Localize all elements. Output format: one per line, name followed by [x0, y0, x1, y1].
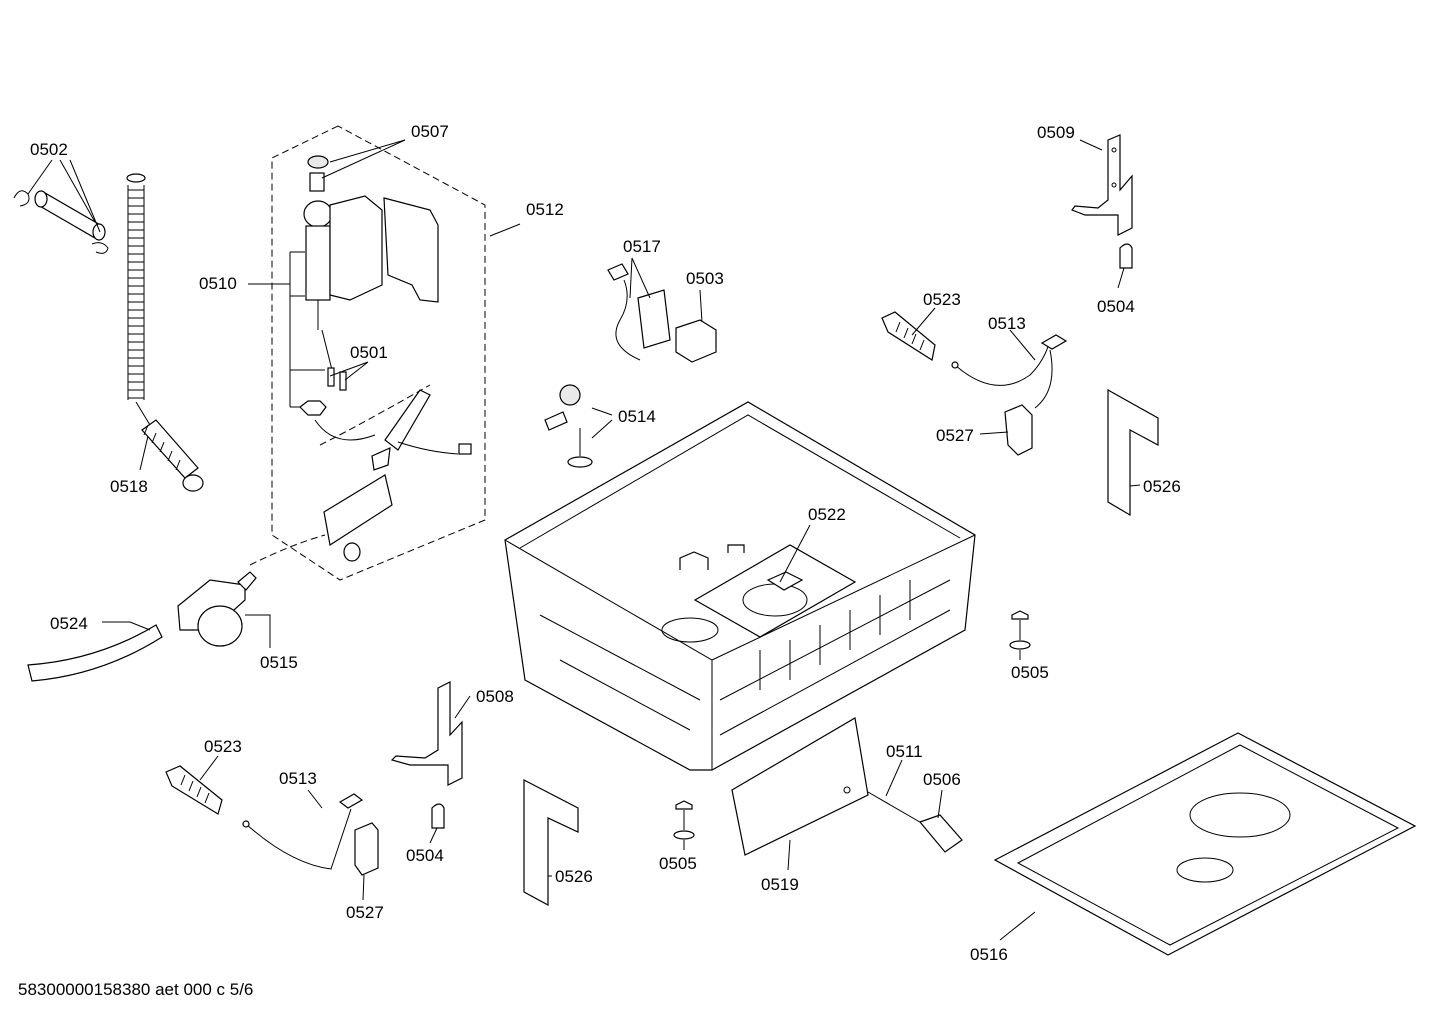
part-0527-holder-top [1004, 404, 1033, 456]
callout-0506: 0506 [923, 770, 961, 789]
callout-0511: 0511 [886, 742, 923, 761]
part-0505-screw-right [1009, 610, 1031, 650]
part-0523-spring-rod-top [881, 311, 936, 361]
callout-0527-top: 0527 [936, 426, 974, 445]
part-0510-valve-assembly [299, 155, 439, 416]
callout-0505-bottom: 0505 [659, 854, 697, 873]
callout-0504-bottom: 0504 [406, 846, 444, 865]
callout-0526-bottom: 0526 [555, 867, 593, 886]
callout-0507: 0507 [411, 122, 449, 141]
part-0508-bracket [390, 681, 463, 786]
drawing-reference-footer: 58300000158380 aet 000 c 5/6 [18, 980, 254, 999]
part-0527-holder-bottom [354, 822, 379, 876]
callout-0522: 0522 [808, 505, 846, 524]
part-0526-plate-top [1107, 388, 1159, 517]
part-0524-hose [27, 624, 163, 682]
callout-0509: 0509 [1037, 123, 1075, 142]
callout-0505-right: 0505 [1011, 663, 1049, 682]
callout-0526-top: 0526 [1143, 477, 1181, 496]
part-0515-pump [177, 571, 257, 647]
part-0517-connector-cable [607, 263, 671, 361]
part-0516-base-plate [993, 732, 1417, 956]
part-0513-sensor-cable-top [951, 334, 1068, 409]
part-0504-clip-top [1119, 243, 1133, 269]
callout-0519: 0519 [761, 875, 799, 894]
callout-0516: 0516 [970, 945, 1008, 964]
callout-0504-top: 0504 [1097, 297, 1135, 316]
part-0519-panel [731, 717, 869, 856]
callout-0514: 0514 [618, 407, 656, 426]
module-outline-dashed [271, 125, 486, 581]
callout-0513-top: 0513 [988, 314, 1026, 333]
callout-0512: 0512 [526, 200, 564, 219]
part-0506-knob [867, 791, 963, 853]
callout-0502: 0502 [30, 140, 68, 159]
callout-0501: 0501 [350, 343, 388, 362]
callout-0517: 0517 [623, 237, 661, 256]
part-0513-sensor-cable-bottom [242, 793, 364, 870]
callout-0524: 0524 [50, 614, 88, 633]
callout-0510: 0510 [199, 274, 237, 293]
part-0505-screw-bottom [673, 800, 695, 840]
part-0512-softener-hose-group [249, 384, 472, 566]
callout-0523-top: 0523 [923, 290, 961, 309]
callout-labels: 0502 0507 0512 0510 0501 0518 0517 0503 … [30, 122, 1181, 964]
leader-lines [27, 139, 1141, 941]
part-0526-plate-bottom [523, 779, 579, 907]
part-base-tub [504, 401, 976, 771]
callout-0508: 0508 [476, 687, 514, 706]
callout-0515: 0515 [260, 653, 298, 672]
callout-0503: 0503 [686, 269, 724, 288]
callout-0518: 0518 [110, 477, 148, 496]
part-0518-corrugated-hose [126, 173, 204, 492]
callout-0527-bottom: 0527 [346, 903, 384, 922]
part-0503-plug [675, 319, 717, 363]
part-0514-gear-screw [544, 384, 593, 468]
callout-0523-bottom: 0523 [204, 737, 242, 756]
part-0502-hose-with-clamps [13, 190, 109, 254]
part-0509-bracket [1071, 134, 1133, 236]
part-0504-clip-bottom [431, 803, 445, 829]
part-0523-spring-rod-bottom [165, 765, 223, 815]
callout-0513-bottom: 0513 [279, 769, 317, 788]
